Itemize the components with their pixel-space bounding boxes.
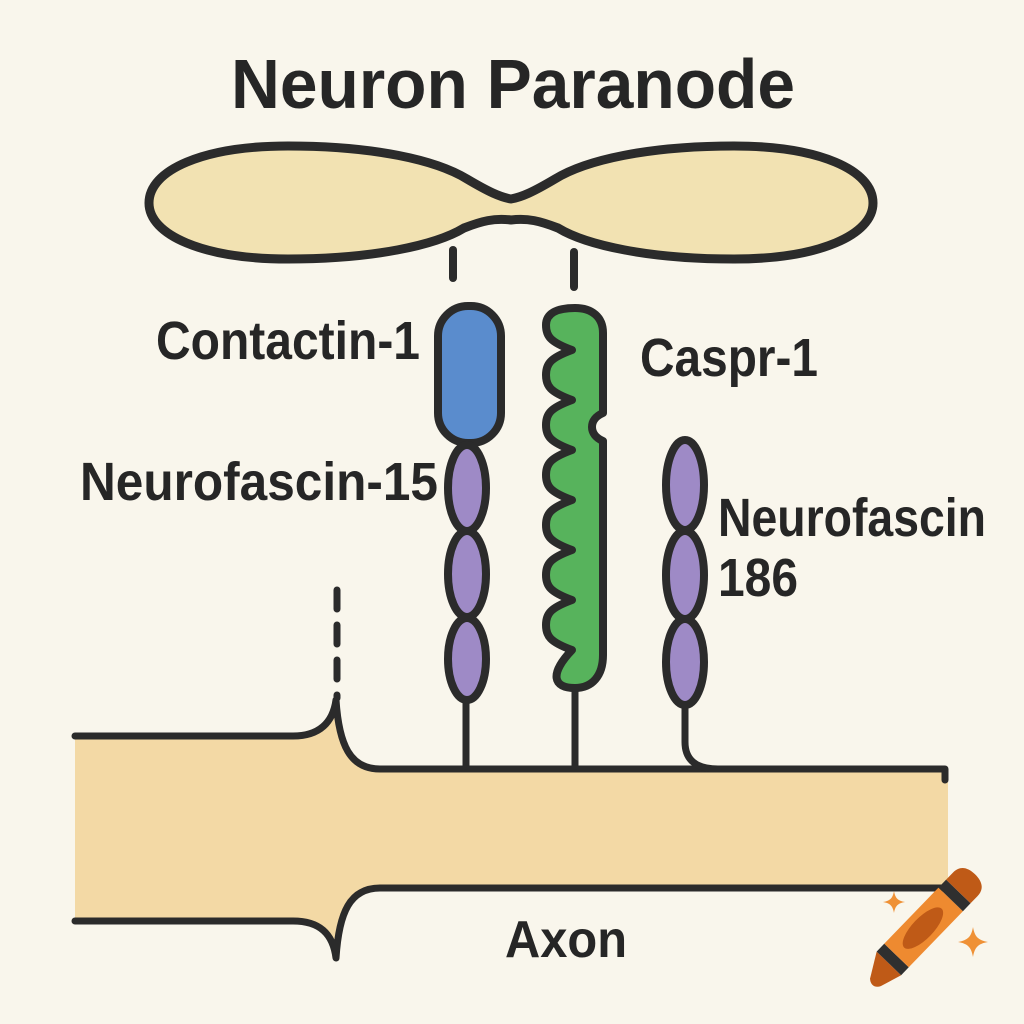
label-neurofascin186-line1: Neurofascin (718, 488, 986, 548)
axon-membrane-top-line (71, 696, 949, 784)
crayon-tip (870, 951, 902, 987)
neurofascin155-domain-oval-1 (444, 441, 490, 535)
crayon-back-cap (946, 868, 982, 904)
sparkle-icon (958, 927, 988, 957)
contactin1-protein-shape (434, 302, 505, 447)
neurofascin186-domain-oval-2 (662, 527, 708, 623)
label-axon: Axon (505, 911, 627, 969)
neurofascin155-domain-oval-3 (444, 614, 490, 704)
axon-body (75, 700, 948, 958)
neurofascin186-domain-oval-1 (662, 436, 708, 534)
label-neurofascin186-line2: 186 (718, 548, 798, 608)
page-title: Neuron Paranode (231, 45, 795, 123)
label-neurofascin155: Neurofascin-15 (80, 452, 438, 512)
crayon-stripe-back (938, 879, 971, 912)
myelin-sheath-shape (144, 141, 878, 264)
sparkle-icon (882, 890, 906, 914)
label-contactin1: Contactin-1 (156, 311, 420, 371)
neurofascin186-domain-oval-3 (662, 615, 708, 709)
crayon-label-oval (902, 907, 944, 949)
axon-membrane-bottom-line (71, 884, 949, 962)
crayon-icon (870, 868, 982, 987)
crayon-stripe-front (876, 943, 909, 976)
neurofascin186-stalk (681, 698, 722, 773)
label-caspr1: Caspr-1 (640, 328, 818, 388)
neurofascin155-domain-oval-2 (444, 527, 490, 621)
caspr1-protein-shape (542, 304, 607, 692)
